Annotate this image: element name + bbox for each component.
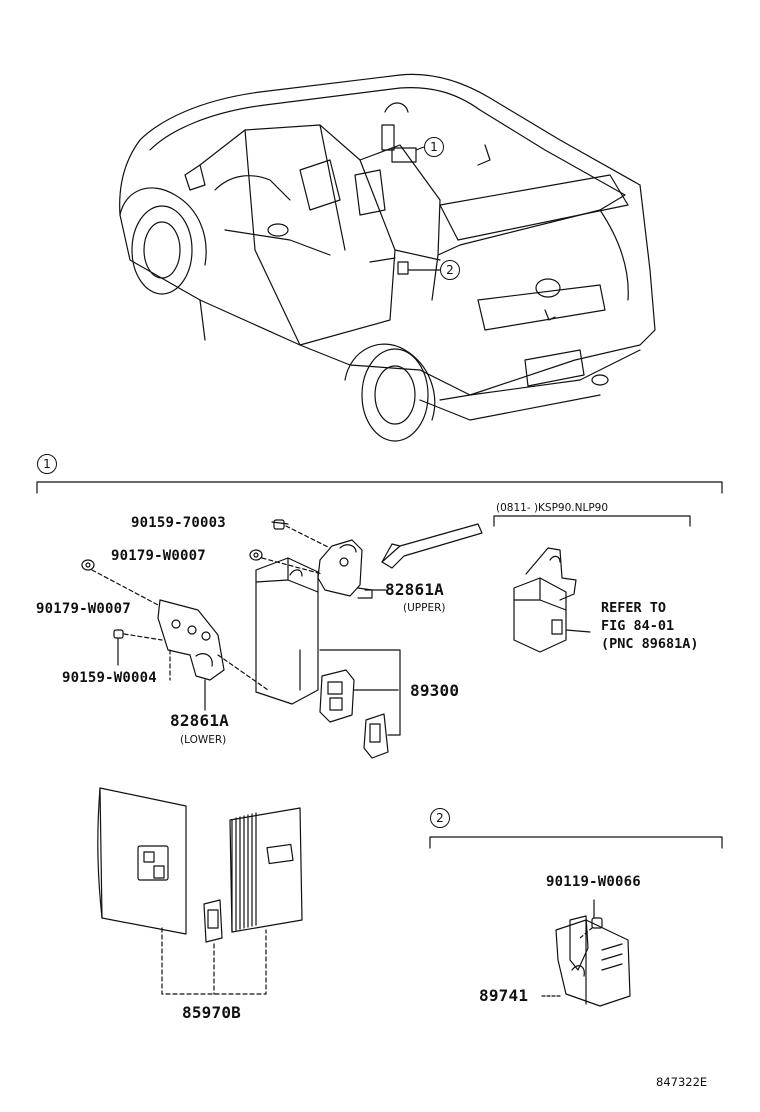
- part-label-manual: 85970B: [182, 1003, 241, 1022]
- callout-1-car: 1: [424, 137, 444, 157]
- part-label-receiver: 89300: [410, 681, 460, 700]
- car-illustration: [119, 73, 656, 442]
- refer-line-3: (PNC 89681A): [601, 636, 699, 652]
- part-note-lower: (LOWER): [180, 734, 227, 746]
- inset-header: (0811- )KSP90.NLP90: [496, 502, 609, 514]
- section-1-parts: [81, 519, 591, 759]
- figure-number: 847322E: [656, 1075, 708, 1089]
- part-label-bolt-left: 90159-W0004: [62, 670, 157, 686]
- section-2-bracket-line: [429, 836, 723, 849]
- refer-line-2: FIG 84-01: [601, 618, 675, 634]
- callout-2-car: 2: [440, 260, 460, 280]
- part-label-bolt-section2: 90119-W0066: [546, 874, 641, 890]
- part-label-bolt-upper: 90159-70003: [131, 515, 226, 531]
- part-label-nut-left: 90179-W0007: [36, 601, 131, 617]
- manual-illustration: [97, 787, 303, 995]
- part-label-bracket-lower: 82861A: [170, 711, 229, 730]
- section-1-bracket-line: [36, 481, 723, 494]
- callout-2-section: 2: [430, 808, 450, 828]
- inset-bracket-line: [493, 515, 691, 527]
- part-note-upper: (UPPER): [403, 602, 446, 614]
- callout-1-section: 1: [37, 454, 57, 474]
- part-label-bracket-upper: 82861A: [385, 580, 444, 599]
- part-label-nut-upper: 90179-W0007: [111, 548, 206, 564]
- refer-line-1: REFER TO: [601, 600, 667, 616]
- part-label-section2: 89741: [479, 986, 529, 1005]
- section-2-parts: [541, 899, 631, 1007]
